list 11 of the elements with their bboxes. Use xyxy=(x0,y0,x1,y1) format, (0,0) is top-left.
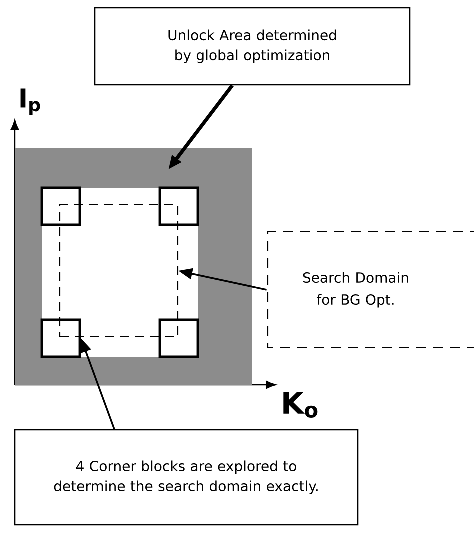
axis-label: I$_{p}$ xyxy=(20,88,40,116)
callout-box: 4 Corner blocks are explored to determine the search domain exactly. xyxy=(14,429,359,526)
hatched-region xyxy=(15,148,252,385)
corner-block xyxy=(40,186,82,226)
corner-block xyxy=(158,318,200,358)
axis-label: K$_{o}$ xyxy=(284,392,318,418)
corner-block xyxy=(158,186,200,226)
search-domain-rectangle xyxy=(59,204,179,338)
corner-block xyxy=(40,318,82,358)
search-domain-callout: Search Domain for BG Opt. xyxy=(267,231,474,349)
callout-box: Unlock Area determined by global optimization xyxy=(94,7,411,86)
